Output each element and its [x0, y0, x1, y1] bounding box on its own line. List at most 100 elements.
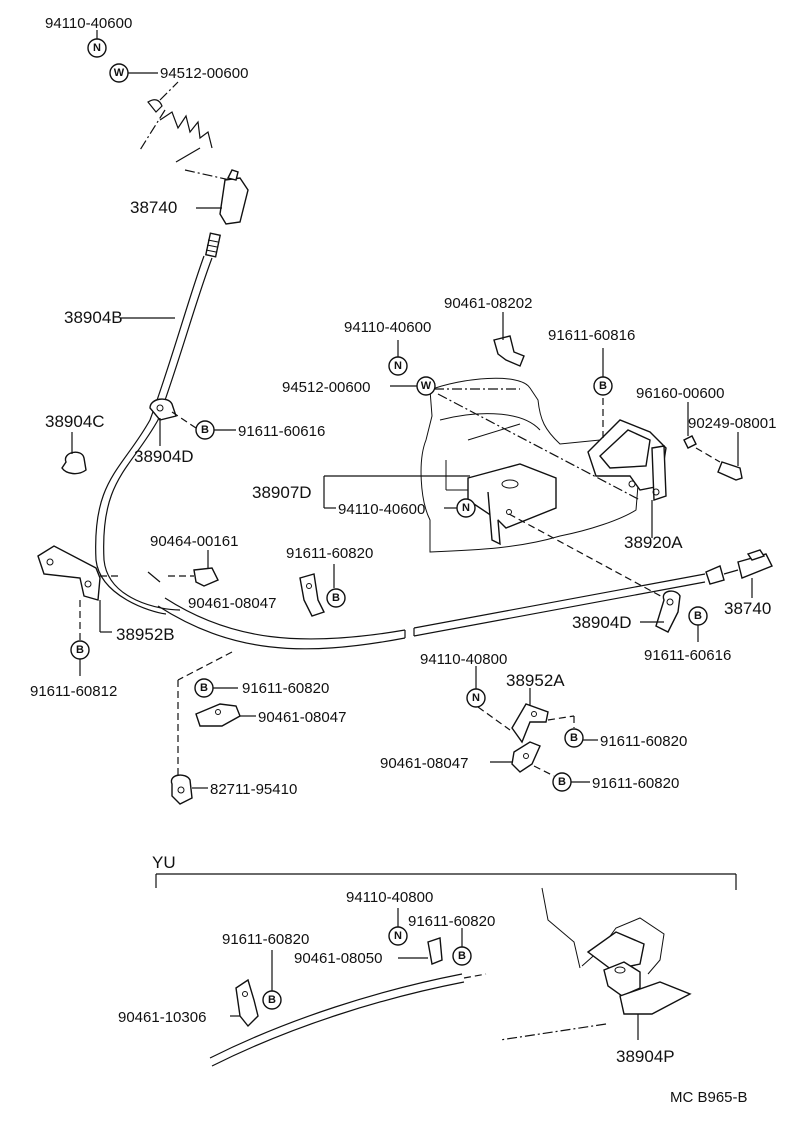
svg-text:W: W	[421, 380, 432, 392]
nut-symbol-mid: N	[388, 340, 408, 376]
label-38904D-right: 38904D	[572, 613, 632, 632]
label-code: MC B965-B	[670, 1089, 748, 1106]
top-lever-area: N W	[87, 30, 249, 258]
label-91611-60616-right: 91611-60616	[644, 647, 731, 664]
label-91611-60820-a: 91611-60820	[286, 545, 373, 562]
clamp-90461-10306	[230, 978, 259, 1028]
label-90461-08202: 90461-08202	[444, 295, 532, 312]
svg-text:B: B	[332, 592, 340, 604]
label-90249-08001: 90249-08001	[688, 415, 776, 432]
bolt-symbol-60812: B	[70, 640, 90, 676]
nut-symbol-40800-a: N	[466, 666, 486, 708]
label-38952A: 38952A	[506, 671, 565, 690]
label-38904P: 38904P	[616, 1047, 675, 1066]
label-38740-right: 38740	[724, 599, 771, 618]
label-94110-40600-low: 94110-40600	[338, 501, 425, 518]
label-91611-60820-b: 91611-60820	[242, 680, 329, 697]
cable-end-38740-right	[705, 549, 773, 598]
clamp-90461-08050	[398, 937, 443, 965]
clip-82711-95410	[170, 774, 208, 805]
label-38904B: 38904B	[64, 308, 123, 327]
clip-90461-08202	[493, 312, 525, 367]
label-91611-60812: 91611-60812	[30, 683, 117, 700]
label-94110-40600-top: 94110-40600	[45, 15, 132, 32]
label-82711-95410: 82711-95410	[210, 781, 297, 798]
label-38904D-left: 38904D	[134, 447, 194, 466]
label-38740-top: 38740	[130, 198, 177, 217]
label-90461-08047-a: 90461-08047	[188, 595, 276, 612]
washer-96160	[683, 402, 697, 449]
label-94110-40800-b: 94110-40800	[346, 889, 433, 906]
label-90461-08047-c: 90461-08047	[380, 755, 468, 772]
clip-90464-00161	[168, 550, 219, 587]
label-90461-08050: 90461-08050	[294, 950, 382, 967]
svg-text:B: B	[694, 610, 702, 622]
svg-text:N: N	[472, 692, 480, 704]
washer-symbol-mid: W	[390, 376, 436, 396]
label-91611-60616-left: 91611-60616	[238, 423, 325, 440]
svg-text:B: B	[76, 644, 84, 656]
label-91611-60820-f: 91611-60820	[222, 931, 309, 948]
bolt-symbol-60816: B	[593, 348, 613, 396]
label-94110-40600-mid: 94110-40600	[344, 319, 431, 336]
svg-text:B: B	[201, 424, 209, 436]
bolt-symbol-60820-c: B	[564, 728, 598, 748]
label-94110-40800-a: 94110-40800	[420, 651, 507, 668]
label-yu: YU	[152, 853, 176, 872]
grommet-38904C	[61, 432, 87, 475]
bolt-symbol-60820-f: B	[452, 928, 472, 966]
clip-38904D-right	[640, 590, 681, 633]
label-91611-60820-d: 91611-60820	[592, 775, 679, 792]
threaded-rod	[204, 232, 222, 258]
lower-left-parts: B	[170, 651, 256, 805]
nut-symbol-top: N	[87, 38, 107, 58]
part-labels: 94110-40600 94512-00600 38740 38904B 389…	[30, 15, 776, 1106]
svg-text:B: B	[599, 380, 607, 392]
label-38904C: 38904C	[45, 412, 105, 431]
bracket-38952A: N B B	[466, 666, 598, 792]
bracket-38920A	[587, 398, 667, 538]
svg-text:B: B	[558, 776, 566, 788]
bracket-38952B	[37, 545, 120, 640]
svg-text:N: N	[93, 42, 101, 54]
bolt-symbol-08047a: B	[326, 588, 346, 608]
label-91611-60820-e: 91611-60820	[408, 913, 495, 930]
label-38920A: 38920A	[624, 533, 683, 552]
svg-text:B: B	[570, 732, 578, 744]
svg-text:N: N	[394, 930, 402, 942]
yu-section: B N B	[155, 873, 737, 1067]
label-94512-00600-top: 94512-00600	[160, 65, 248, 82]
bolt-symbol-60820-d: B	[552, 772, 590, 792]
washer-symbol-top: W	[109, 63, 129, 83]
bolt-90249	[695, 432, 743, 481]
bracket-38904P	[499, 887, 692, 1041]
svg-text:W: W	[114, 67, 125, 79]
svg-text:B: B	[458, 950, 466, 962]
clamp-90461-08047-b	[195, 703, 256, 727]
nut-symbol-40800-b: N	[388, 908, 408, 946]
bolt-symbol-right-60616: B	[688, 606, 708, 642]
transmission-case	[420, 377, 641, 553]
svg-text:N: N	[462, 502, 470, 514]
label-38907D: 38907D	[252, 483, 312, 502]
label-38952B: 38952B	[116, 625, 175, 644]
label-91611-60816: 91611-60816	[548, 327, 635, 344]
label-90464-00161: 90464-00161	[150, 533, 238, 550]
label-96160-00600: 96160-00600	[636, 385, 724, 402]
nut-symbol-low: N	[456, 498, 476, 518]
bolt-symbol-60820-e: B	[262, 950, 282, 1010]
bolt-symbol-left-60616: B	[195, 420, 236, 440]
label-90461-10306: 90461-10306	[118, 1009, 206, 1026]
control-cable	[95, 255, 706, 650]
svg-text:B: B	[200, 682, 208, 694]
label-91611-60820-c: 91611-60820	[600, 733, 687, 750]
svg-text:N: N	[394, 360, 402, 372]
clamp-90461-08047-a	[299, 564, 335, 617]
bolt-symbol-60820-b: B	[194, 678, 238, 698]
label-90461-08047-b: 90461-08047	[258, 709, 346, 726]
cable-end-38740-top	[196, 169, 249, 225]
svg-text:B: B	[268, 994, 276, 1006]
clamp-90461-08047-c	[490, 741, 555, 777]
label-94512-00600-mid: 94512-00600	[282, 379, 370, 396]
